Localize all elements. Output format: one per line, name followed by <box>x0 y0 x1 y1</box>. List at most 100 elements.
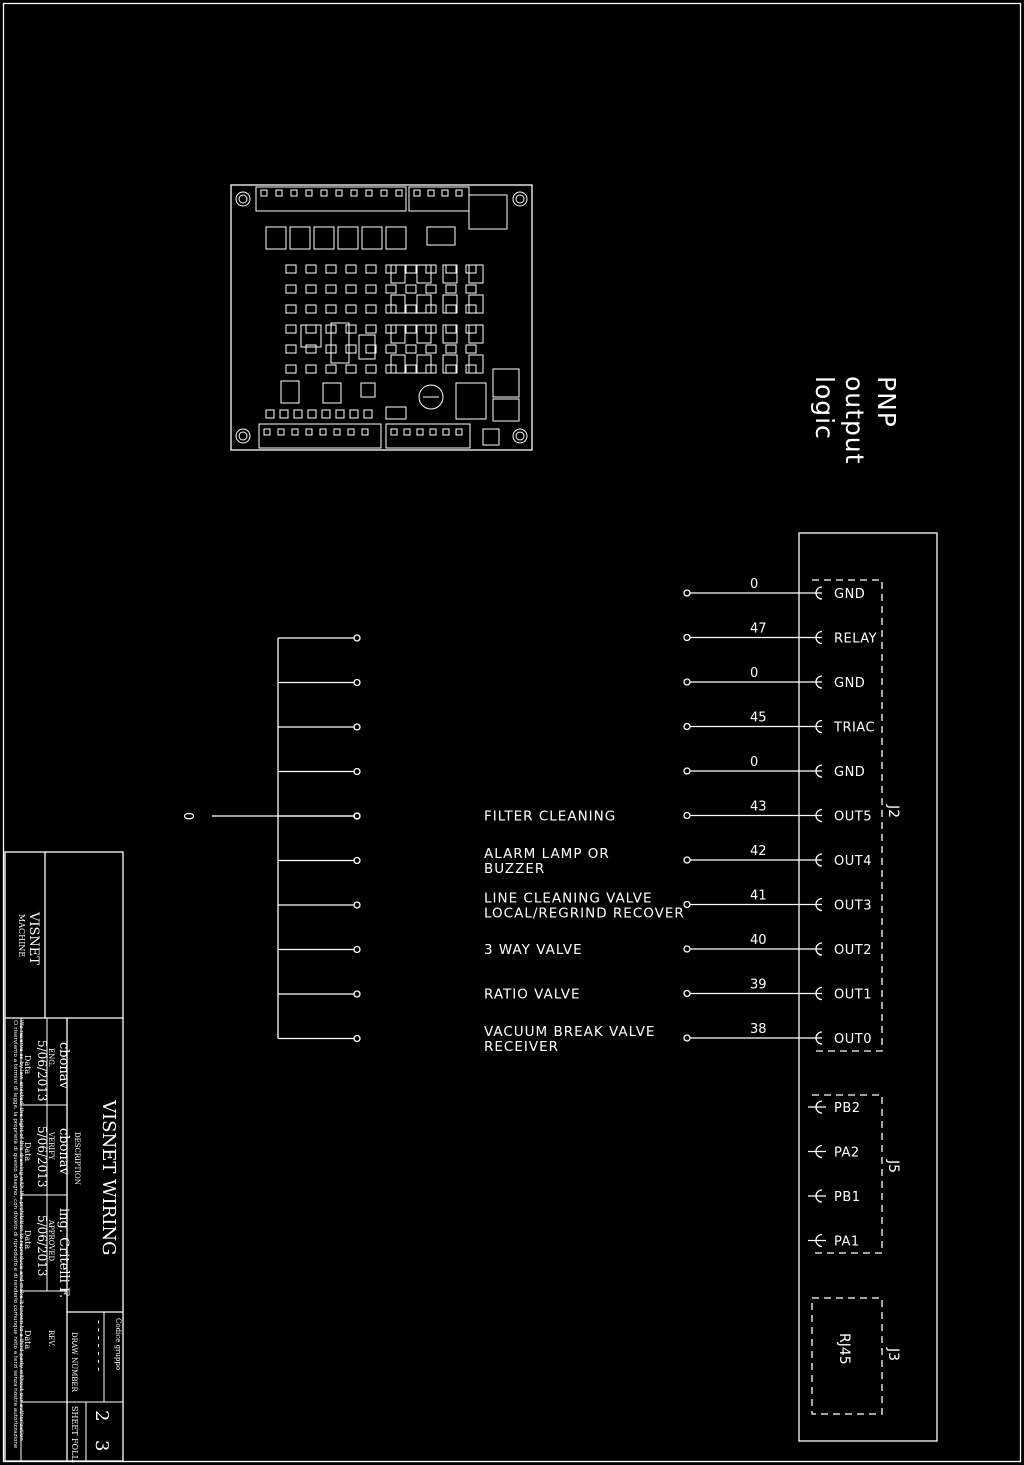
wire-terminal <box>683 767 691 775</box>
j3-label: J3 <box>885 1347 901 1361</box>
bus-terminal <box>353 634 361 642</box>
wire-terminal <box>683 811 691 820</box>
wire-number: 47 <box>750 622 767 637</box>
verify-caption: VERIFY <box>47 1131 55 1160</box>
wire-terminal <box>683 900 691 909</box>
bus-terminal <box>353 945 361 954</box>
eng-date-caption: Data <box>23 1055 32 1074</box>
device-label: ALARM LAMP OR <box>484 846 610 862</box>
mounting-hole <box>512 428 528 444</box>
bus-terminal <box>353 723 361 731</box>
logic-label-line-1: PNP <box>872 376 901 428</box>
eng-name: cbonav <box>56 1042 71 1090</box>
description-caption: DESCRIPTION <box>73 1132 81 1185</box>
pin-socket-symbol <box>815 719 823 734</box>
wire-terminal <box>683 722 691 731</box>
device-label: 3 WAY VALVE <box>484 942 583 958</box>
wire-terminal <box>683 633 691 642</box>
verify-date: 5/06/2013 <box>35 1126 49 1188</box>
code-caption: Codice gruppo <box>114 1318 122 1370</box>
common-bus <box>212 634 361 1043</box>
wire-number: 38 <box>750 1022 767 1037</box>
pin-socket-symbol <box>815 986 823 1001</box>
mounting-hole <box>235 428 251 444</box>
wire-terminal <box>683 856 691 864</box>
common-node-label: 0 <box>180 812 195 820</box>
verify-date-caption: Data <box>23 1142 32 1161</box>
pin-socket-symbol <box>815 630 823 645</box>
verify-name: cbonav <box>56 1128 71 1176</box>
pin-socket-symbol <box>815 853 823 867</box>
mounting-hole <box>512 191 528 207</box>
machine-caption: MACHINE <box>17 914 26 957</box>
bus-terminal <box>353 901 361 909</box>
device-label: LOCAL/REGRIND RECOVER <box>484 906 685 922</box>
wire-number: 43 <box>750 800 767 815</box>
wire-number: 39 <box>750 978 767 993</box>
description-title: VISNET WIRING <box>98 1099 119 1255</box>
j3-dashed-box <box>811 1297 883 1415</box>
pcb-connector <box>385 423 471 449</box>
pin-name: OUT3 <box>834 899 872 914</box>
wire-terminal <box>683 678 691 686</box>
io-module-outline <box>798 532 938 1442</box>
eng-caption: ENG. <box>47 1048 55 1067</box>
sheet-caption: SHEET <box>70 1406 79 1436</box>
pin-socket-symbol <box>815 1233 823 1248</box>
sheet-value: 2 <box>91 1410 112 1421</box>
pin-name: RELAY <box>834 632 877 647</box>
device-label: LINE CLEANING VALVE <box>484 891 652 907</box>
pin-name: GND <box>834 765 865 780</box>
wire-number: 41 <box>750 889 767 904</box>
pin-name: GND <box>834 676 865 691</box>
rev-caption: REV. <box>47 1330 55 1346</box>
pin-name: OUT5 <box>834 810 872 825</box>
pin-name: GND <box>834 587 865 602</box>
pin-socket-symbol <box>815 1100 823 1114</box>
copyright-english: We reserve as by law enacted, the right … <box>18 1020 24 1441</box>
pcb-connector <box>255 186 407 212</box>
pin-socket-symbol <box>815 675 823 689</box>
pnp-output-logic-label: PNP output logic <box>810 376 901 464</box>
wire-number: 40 <box>750 933 767 948</box>
logic-label-line-2: output <box>840 376 869 464</box>
j2-dashed-box <box>812 579 883 1052</box>
approved-caption: APPROVED <box>47 1219 55 1262</box>
pin-name: PB1 <box>834 1190 861 1205</box>
wire-number: 0 <box>750 666 758 681</box>
wire-terminal <box>683 589 691 597</box>
rev-date-caption: Data <box>23 1330 32 1349</box>
device-label: FILTER CLEANING <box>484 809 616 825</box>
j5-row: PA2 <box>808 1144 859 1161</box>
pin-socket-symbol <box>815 808 823 823</box>
approved-date: 5/06/2013 <box>35 1215 49 1277</box>
device-label: VACUUM BREAK VALVE <box>484 1024 655 1040</box>
pcb-connector <box>258 423 382 449</box>
pcb-board-image <box>230 184 533 451</box>
copyright-italian: Ci riserviamo a termini di legge, la pro… <box>12 1020 19 1449</box>
pin-name: PA1 <box>834 1235 860 1250</box>
j5-row: PB2 <box>808 1100 860 1116</box>
foll-value: 3 <box>91 1440 112 1451</box>
bus-terminal <box>353 990 361 998</box>
machine-name: VISNET <box>26 911 41 965</box>
approved-date-caption: Data <box>23 1230 32 1249</box>
bus-terminal <box>353 812 361 820</box>
pin-name: OUT2 <box>834 943 872 958</box>
pin-name: OUT0 <box>834 1032 872 1047</box>
pin-name: OUT1 <box>834 988 872 1003</box>
pin-socket-symbol <box>815 586 823 600</box>
wire-terminal <box>683 989 691 998</box>
